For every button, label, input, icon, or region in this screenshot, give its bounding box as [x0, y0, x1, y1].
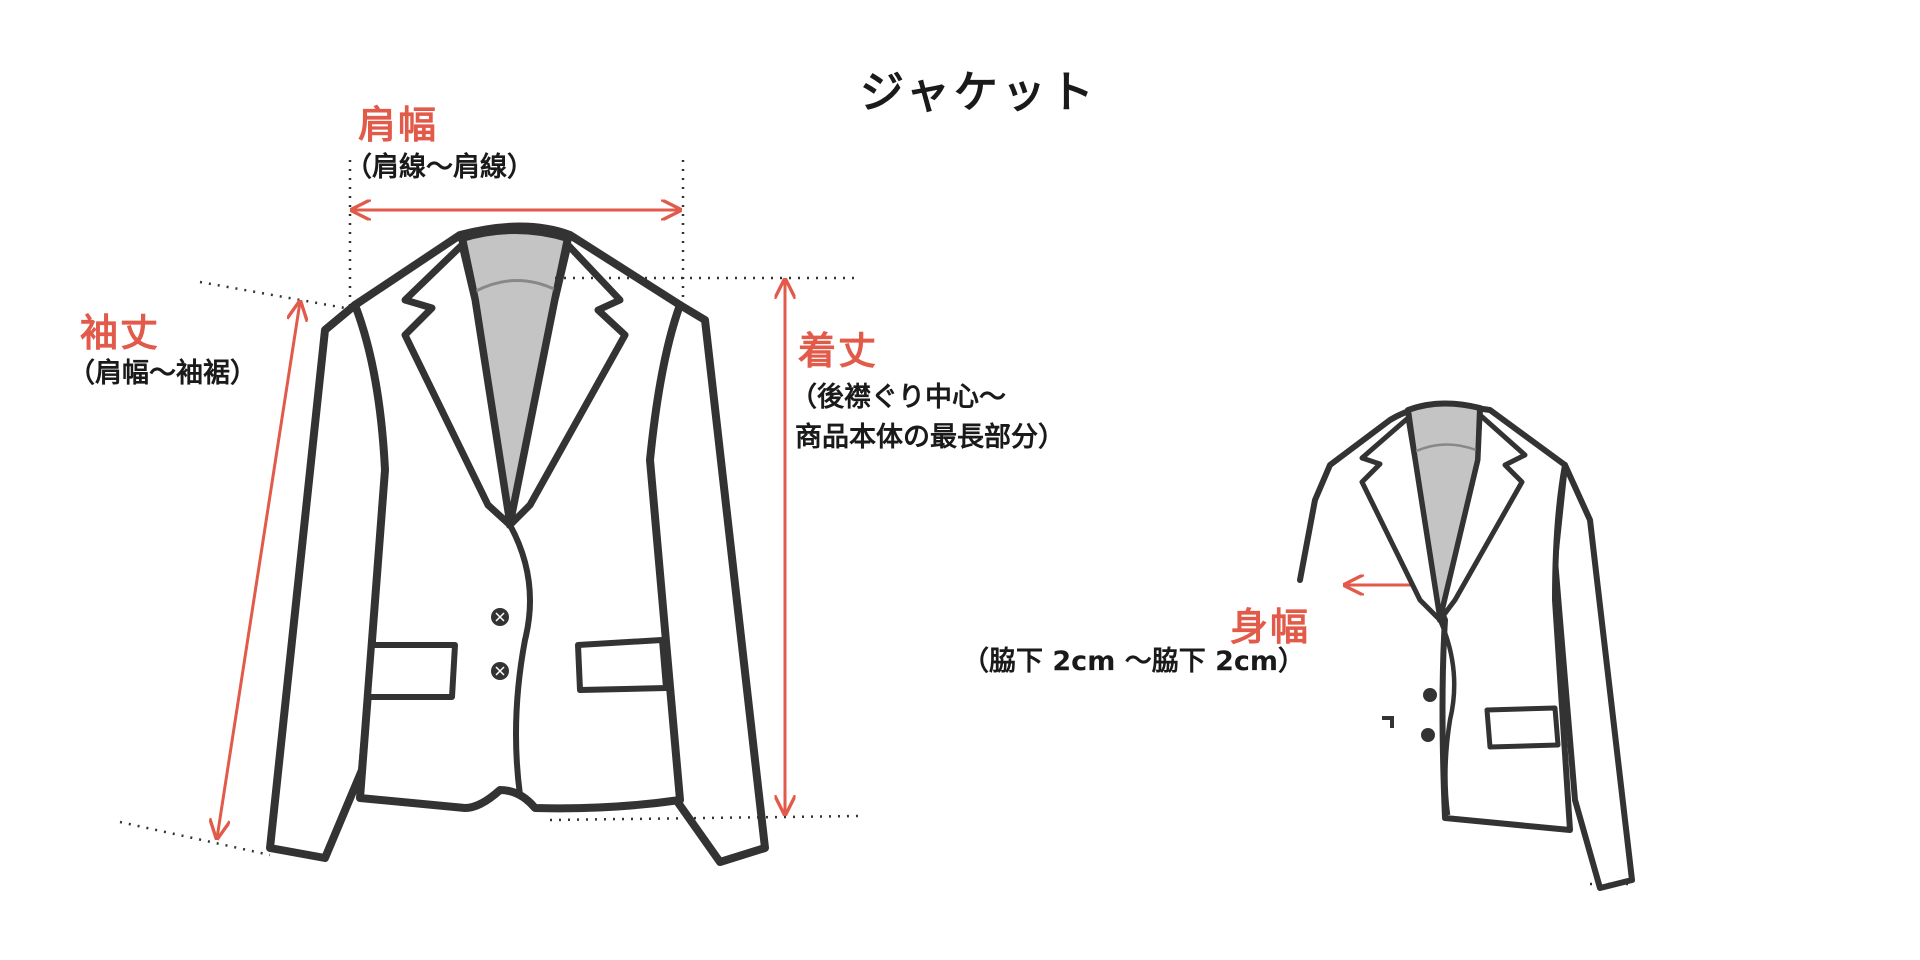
large-jacket-illustration: [266, 222, 769, 866]
shoulder-width-description: （肩線～肩線）: [345, 152, 534, 183]
small-right-lapel: [1437, 412, 1528, 623]
shoulder-width-label: 肩幅: [358, 103, 439, 147]
right-pocket-flap: [575, 637, 669, 693]
diagram-title: ジャケット: [860, 67, 1098, 118]
small-front-opening: [1437, 619, 1457, 816]
garment-length-description-line2: 商品本体の最長部分）: [795, 422, 1065, 453]
chest-width-description: （脇下 2cm ～脇下 2cm）: [962, 646, 1306, 677]
small-button-lower: [1421, 728, 1435, 742]
left-pocket-flap: [365, 642, 458, 700]
sleeve-length-label: 袖丈: [80, 311, 161, 355]
guide-lines: [119, 160, 861, 857]
small-jacket-illustration: [1297, 400, 1635, 891]
right-lapel: [506, 241, 629, 529]
collar-seam: [473, 279, 557, 294]
small-pocket-flap: [1484, 705, 1561, 750]
garment-length-description-line1: （後襟ぐり中心～: [790, 382, 1006, 413]
chest-width-label: 身幅: [1230, 605, 1311, 649]
sleeve-arrow: [217, 302, 300, 838]
front-opening: [507, 523, 533, 796]
small-left-sleeve: [1297, 462, 1333, 583]
left-lapel: [401, 241, 514, 529]
small-button-upper: [1423, 688, 1437, 702]
sleeve-length-description: （肩幅～袖裾）: [68, 358, 257, 389]
garment-length-label: 着丈: [798, 329, 879, 373]
small-left-lapel: [1359, 415, 1443, 623]
